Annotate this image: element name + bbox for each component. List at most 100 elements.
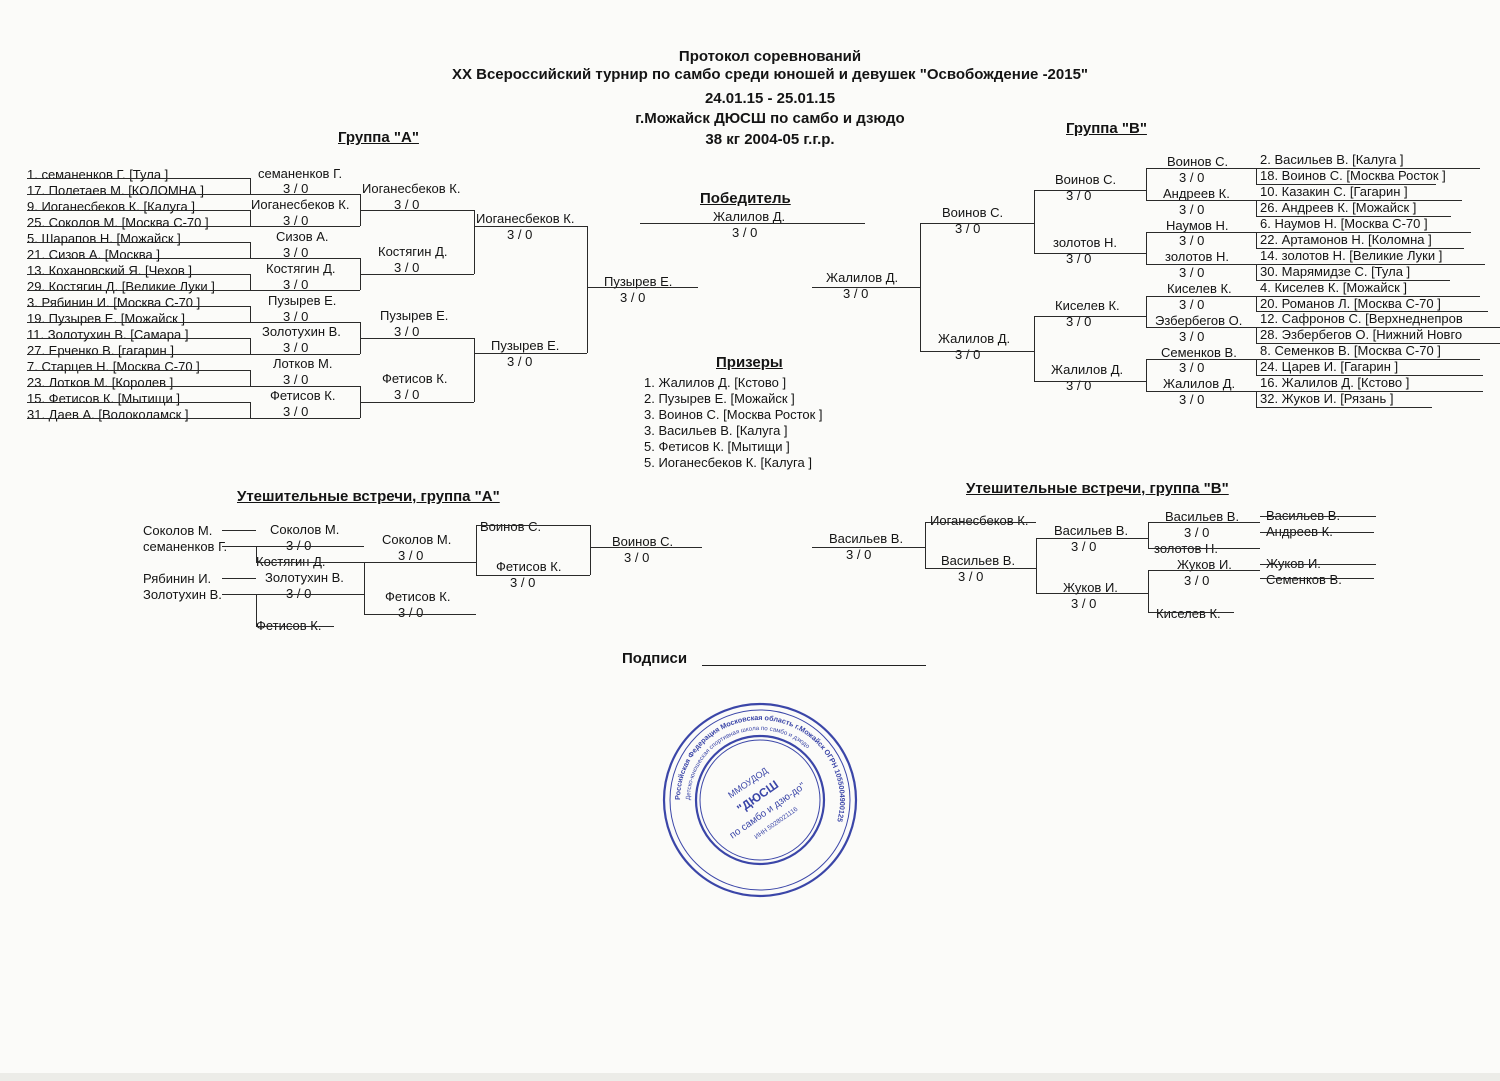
bracket-line-v	[1256, 232, 1257, 248]
bracket-entry: 7. Старцев Н. [Москва С-70 ]	[27, 359, 200, 374]
bracket-entry: Пузырев Е.	[491, 338, 560, 353]
bracket-entry: 3 / 0	[1066, 314, 1092, 329]
bracket-line-h	[222, 578, 256, 579]
bracket-entry: 3 / 0	[1071, 539, 1097, 554]
bracket-entry: Киселев К.	[1167, 281, 1232, 296]
bracket-line-h	[222, 546, 256, 547]
bracket-line-v	[250, 274, 251, 290]
bracket-line-v	[1036, 538, 1037, 593]
protocol-title: Протокол соревнований	[678, 48, 862, 65]
bracket-line-v	[360, 386, 361, 418]
bracket-line-h	[1260, 564, 1376, 565]
bracket-line-h	[920, 223, 1034, 224]
consolation-b-heading: Утешительные встречи, группа "В"	[966, 480, 1229, 497]
bracket-entry: 3 / 0	[507, 227, 533, 242]
bracket-entry: 3 / 0	[1179, 265, 1205, 280]
bracket-line-v	[1146, 168, 1147, 200]
bracket-line-h	[1260, 516, 1376, 517]
bracket-line-h	[256, 562, 364, 563]
bracket-entry: 18. Воинов С. [Москва Росток ]	[1260, 168, 1446, 183]
bracket-line-h	[250, 418, 360, 419]
bracket-line-v	[360, 194, 361, 226]
bracket-entry: 5. Фетисов К. [Мытищи ]	[644, 439, 790, 454]
bracket-entry: 9. Иоганесбеков К. [Калуга ]	[27, 199, 195, 214]
bracket-line-h	[218, 418, 250, 419]
bracket-entry: 5. Иоганесбеков К. [Калуга ]	[644, 455, 812, 470]
bracket-entry: 3. Воинов С. [Москва Росток ]	[644, 407, 823, 422]
bracket-line-v	[1256, 359, 1257, 375]
bracket-line-h	[218, 274, 250, 275]
bracket-line-h	[360, 210, 474, 211]
bracket-entry: 3 / 0	[283, 213, 309, 228]
bracket-entry: 23. Лотков М. [Королев ]	[27, 375, 174, 390]
bracket-line-h	[1146, 168, 1256, 169]
bracket-entry: 3 / 0	[955, 347, 981, 362]
bracket-entry: 3 / 0	[283, 372, 309, 387]
bracket-entry: 3 / 0	[283, 309, 309, 324]
bracket-entry: 27. Ерченко В. [гагарин ]	[27, 343, 174, 358]
bracket-line-h	[245, 290, 250, 291]
bracket-entry: Пузырев Е.	[268, 293, 337, 308]
bracket-line-h	[1148, 522, 1260, 523]
bracket-entry: 6. Наумов Н. [Москва С-70 ]	[1260, 216, 1428, 231]
bracket-entry: 3 / 0	[283, 340, 309, 355]
bracket-line-h	[587, 287, 698, 288]
bracket-line-h	[1256, 375, 1483, 376]
bracket-entry: 8. Семенков В. [Москва С-70 ]	[1260, 343, 1441, 358]
bracket-entry: Иоганесбеков К.	[476, 211, 575, 226]
prizes-heading: Призеры	[716, 354, 783, 371]
bracket-entry: Жуков И.	[1177, 557, 1232, 572]
bracket-line-h	[1146, 391, 1256, 392]
bracket-entry: Соколов М.	[143, 523, 213, 538]
bracket-entry: 19. Пузырев Е. [Можайск ]	[27, 311, 185, 326]
bracket-entry: Золотухин В.	[265, 570, 344, 585]
bracket-line-h	[250, 226, 360, 227]
bracket-line-h	[27, 306, 232, 307]
bracket-entry: Сизов А.	[276, 229, 329, 244]
bracket-line-v	[250, 338, 251, 354]
bracket-entry: 30. Марямидзе С. [Тула ]	[1260, 264, 1411, 279]
bracket-entry: Воинов С.	[942, 205, 1004, 220]
bracket-entry: 3 / 0	[283, 245, 309, 260]
bracket-entry: 3 / 0	[510, 575, 536, 590]
bracket-line-h	[188, 258, 250, 259]
bracket-line-h	[27, 178, 220, 179]
bracket-entry: 3 / 0	[624, 550, 650, 565]
bracket-line-h	[476, 525, 590, 526]
bracket-line-h	[1256, 296, 1480, 297]
bracket-entry: Фетисов К.	[496, 559, 562, 574]
bracket-line-h	[27, 322, 214, 323]
bracket-line-v	[1256, 296, 1257, 311]
bracket-line-h	[27, 242, 210, 243]
bracket-line-v	[256, 546, 257, 562]
bracket-entry: 3. Васильев В. [Калуга ]	[644, 423, 788, 438]
bracket-entry: 3 / 0	[843, 286, 869, 301]
bracket-line-h	[925, 568, 1036, 569]
bracket-line-v	[1256, 200, 1257, 216]
bracket-line-v	[920, 223, 921, 351]
bracket-entry: 3 / 0	[620, 290, 646, 305]
bracket-line-v	[1034, 190, 1035, 253]
bracket-line-v	[1148, 522, 1149, 548]
bracket-entry: 4. Киселев К. [Можайск ]	[1260, 280, 1407, 295]
bracket-entry: Золотухин В.	[262, 324, 341, 339]
bracket-entry: Андреев К.	[1266, 524, 1333, 539]
bracket-entry: Пузырев Е.	[604, 274, 673, 289]
bracket-entry: Киселев К.	[1055, 298, 1120, 313]
bracket-entry: 3 / 0	[1066, 251, 1092, 266]
bracket-line-v	[1256, 264, 1257, 280]
bracket-entry: 15. Фетисов К. [Мытищи ]	[27, 391, 180, 406]
bracket-line-h	[27, 386, 202, 387]
bracket-line-v	[364, 562, 365, 614]
bracket-line-h	[1148, 570, 1260, 571]
bracket-line-h	[250, 194, 360, 195]
bracket-line-h	[1034, 316, 1146, 317]
bracket-entry: 2. Васильев В. [Калуга ]	[1260, 152, 1404, 167]
bracket-line-h	[1034, 190, 1146, 191]
bracket-entry: 28. Эзбербегов О. [Нижний Новго	[1260, 327, 1463, 342]
bracket-entry: Костягин Д.	[256, 554, 326, 569]
bracket-entry: Жуков И.	[1063, 580, 1118, 595]
bracket-entry: Иоганесбеков К.	[362, 181, 461, 196]
bracket-line-h	[220, 210, 250, 211]
